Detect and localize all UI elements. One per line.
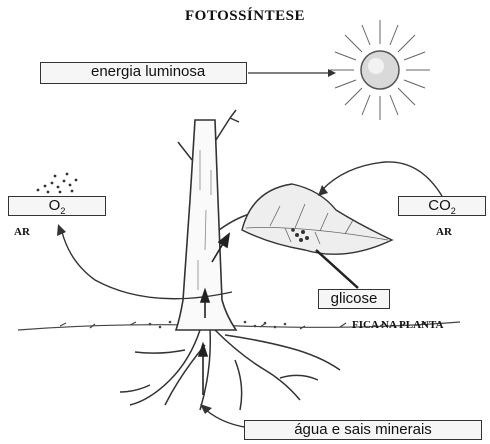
glucose-pointer: [316, 250, 358, 288]
leaf: [242, 184, 392, 254]
oxygen-puff: [37, 173, 78, 194]
glucose-box: glicose: [318, 289, 390, 309]
air-left-label: AR: [14, 226, 30, 238]
co2-box: CO2: [398, 196, 486, 216]
air-right-label: AR: [436, 226, 452, 238]
water-minerals-label: água e sais minerais: [245, 421, 481, 439]
light-energy-label: energia luminosa: [41, 63, 246, 81]
co2-label: CO2: [399, 197, 485, 220]
light-energy-box: energia luminosa: [40, 62, 247, 84]
glucose-label: glicose: [319, 290, 389, 308]
roots: [120, 330, 340, 410]
o2-label: O2: [9, 197, 105, 220]
sun-icon: [330, 20, 430, 120]
co2-arrow: [318, 162, 442, 196]
o2-box: O2: [8, 196, 106, 216]
light-arrow: [248, 69, 336, 77]
water-minerals-box: água e sais minerais: [244, 420, 482, 440]
stays-in-plant-label: FICA NA PLANTA: [352, 319, 443, 331]
